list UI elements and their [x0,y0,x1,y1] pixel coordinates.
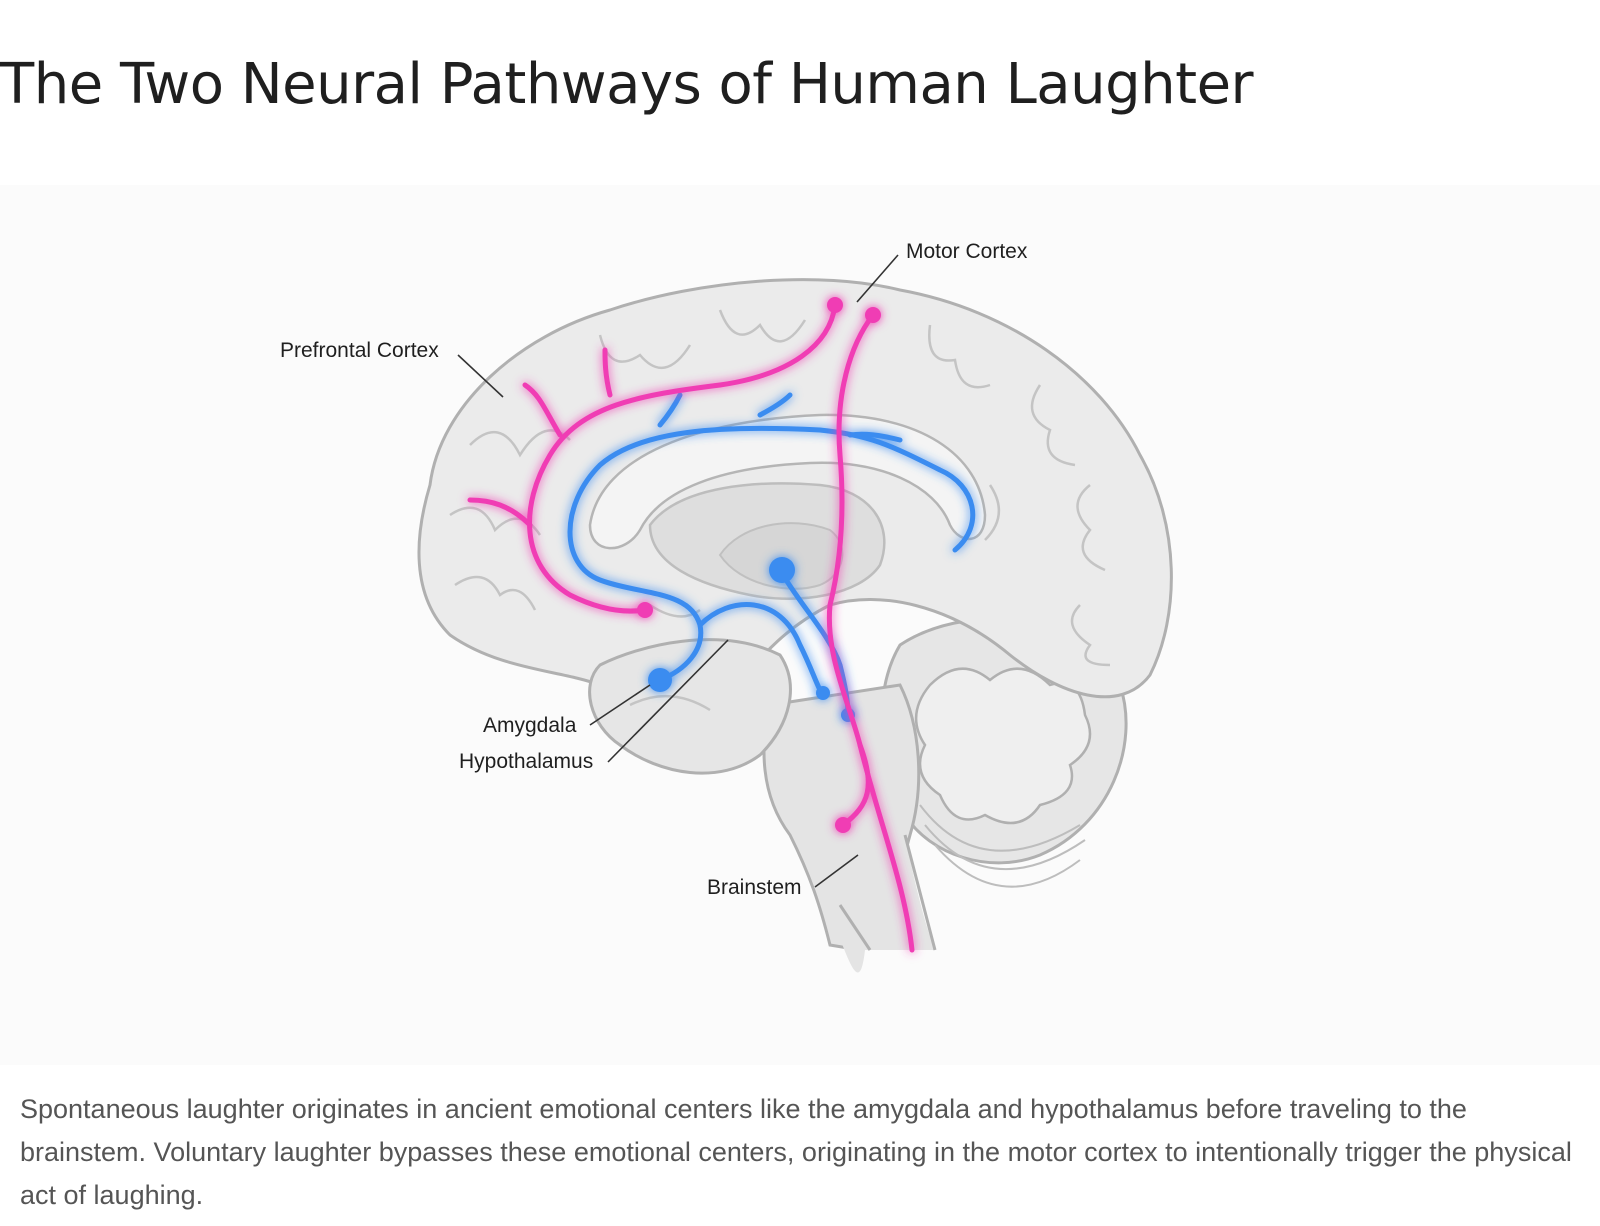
motor-cortex-node-1 [827,297,843,313]
motor-cortex-node-2 [865,307,881,323]
label-prefrontal-cortex: Prefrontal Cortex [280,339,439,362]
voluntary-pathway [467,302,915,953]
label-hypothalamus: Hypothalamus [459,750,593,773]
label-brainstem: Brainstem [707,876,802,899]
page-title: The Two Neural Pathways of Human Laughte… [0,52,1254,117]
leader-lines [457,254,899,888]
spontaneous-pathway-nodes [648,557,855,722]
prefrontal-node [637,602,653,618]
label-amygdala: Amygdala [483,714,577,737]
brainstem-node [835,817,851,833]
label-motor-cortex: Motor Cortex [906,240,1028,263]
brain-illustration: Motor Cortex Prefrontal Cortex Amygdala … [280,240,1173,973]
figure-caption: Spontaneous laughter originates in ancie… [20,1094,1572,1210]
hypothalamus-node [769,557,795,583]
voluntary-pathway-nodes [637,297,881,833]
brain-diagram: Motor Cortex Prefrontal Cortex Amygdala … [0,185,1600,1065]
amygdala-node [648,668,672,692]
